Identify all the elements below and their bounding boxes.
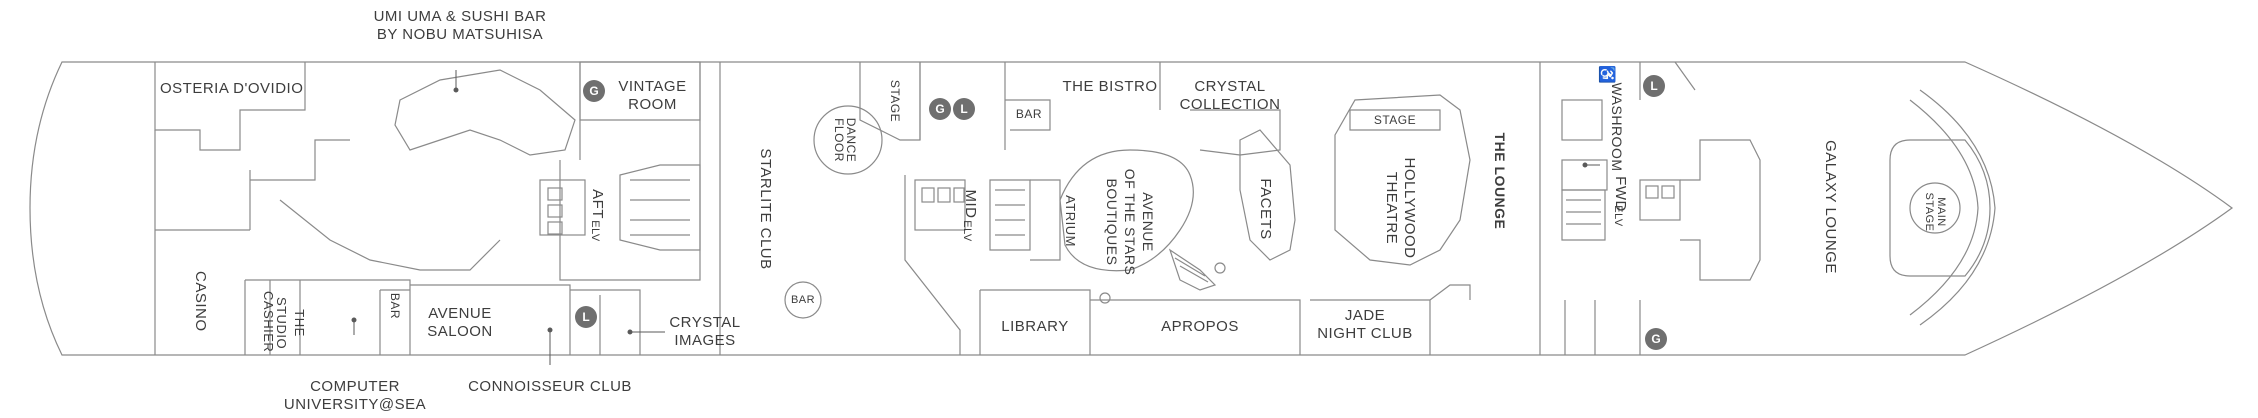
mid-walls (904, 175, 1061, 355)
mid-elevator-sub-label: ELV (961, 220, 973, 242)
jade-walls (1310, 284, 1471, 355)
bar-circle (784, 281, 822, 319)
connoisseur-club-label: CONNOISSEUR CLUB (468, 378, 632, 395)
g-badge-mid: G (929, 98, 951, 120)
g-badge-aft: G (583, 80, 605, 102)
the-bistro-label: THE BISTRO (1062, 78, 1158, 95)
mid-stairs (989, 179, 1031, 251)
bistro-walls (919, 62, 1051, 150)
fwd-hall (1680, 139, 1761, 281)
aft-stairs (619, 164, 701, 251)
accessible-icon: ♿ (1598, 65, 1615, 85)
bar-saloon-label: BAR (388, 292, 402, 320)
vintage-room-label: VINTAGE ROOM (618, 78, 687, 113)
apropos-walls (1090, 299, 1301, 355)
bar-bistro-label: BAR (1015, 107, 1043, 121)
l-badge-fwd-top: L (1643, 75, 1665, 97)
aft-elevator-sub-label: ELV (589, 220, 601, 242)
main-stage-arc (1889, 139, 1991, 277)
osteria-walls (154, 62, 306, 151)
main-stage-label: MAIN STAGE (1923, 192, 1947, 232)
osteria-label: OSTERIA D'OVIDIO (160, 80, 304, 97)
aft-elevator-label: AFT (589, 189, 606, 219)
bar-circle-label: BAR (790, 294, 816, 306)
crystal-images-walls (570, 289, 641, 355)
hollywood-theatre (1334, 94, 1471, 266)
umi-uma-walls (394, 69, 576, 156)
jade-night-club-label: JADE NIGHT CLUB (1317, 307, 1413, 342)
fwd-elevator-right (1639, 179, 1681, 221)
galaxy-lounge-arc2 (1909, 99, 1979, 316)
library-label: LIBRARY (1001, 318, 1069, 335)
main-stage-circle (1909, 182, 1961, 234)
g-badge-fwd-bottom: G (1645, 328, 1667, 350)
washroom-label: WASHROOM (1609, 82, 1625, 172)
casino-label: CASINO (192, 271, 209, 332)
galaxy-lounge-arc (1919, 89, 1996, 326)
stage-theatre-label: STAGE (1373, 113, 1417, 127)
fwd-lower (1564, 300, 1641, 355)
avenue-saloon-label: AVENUE SALOON (427, 305, 493, 340)
mid-elevator-block (914, 179, 966, 231)
apropos-label: APROPOS (1161, 318, 1239, 335)
atrium-oval (1059, 149, 1194, 272)
library-walls (979, 289, 1091, 355)
avenue-of-stars-label: AVENUE OF THE STARS BOUTIQUES (1104, 168, 1156, 276)
dance-floor (813, 105, 883, 175)
aft-walls (154, 130, 350, 355)
crystal-collection (1159, 62, 1281, 156)
atrium-label: ATRIUM (1063, 195, 1078, 247)
fwd-upper (1639, 61, 1696, 100)
galaxy-lounge-label: GALAXY LOUNGE (1822, 140, 1839, 274)
facets-label: FACETS (1257, 178, 1274, 240)
hollywood-theatre-label: HOLLYWOOD THEATRE (1383, 157, 1418, 259)
fwd-stairs (1561, 189, 1606, 241)
starlite-club-label: STARLITE CLUB (757, 148, 774, 270)
facets-walls (1239, 129, 1296, 261)
the-studio-label: THE STUDIO (274, 296, 307, 350)
dance-floor-label: DANCE FLOOR (832, 117, 858, 163)
computer-university-label: COMPUTER UNIVERSITY@SEA (283, 378, 427, 413)
l-badge-aft: L (575, 306, 597, 328)
avenue-saloon (410, 284, 571, 355)
vintage-room (579, 61, 701, 121)
casino-walls (244, 279, 411, 355)
theatre-stage (1349, 109, 1441, 131)
fwd-elevator-sub-label: ELV (1612, 205, 1624, 227)
the-lounge-label: THE LOUNGE (1492, 132, 1508, 230)
aft-elevator-block (539, 179, 586, 236)
mid-elevator-label: MID (962, 189, 979, 219)
fwd-box-upper (1561, 99, 1603, 141)
umi-uma-label: UMI UMA & SUSHI BAR BY NOBU MATSUHISA (373, 8, 547, 43)
stage-left-label: STAGE (888, 79, 902, 123)
hull-outline (29, 61, 2234, 356)
crystal-images-label: CRYSTAL IMAGES (669, 314, 741, 349)
atrium-stairs (1168, 248, 1217, 291)
l-badge-mid: L (953, 98, 975, 120)
crystal-collection-label: CRYSTAL COLLECTION (1179, 78, 1281, 113)
